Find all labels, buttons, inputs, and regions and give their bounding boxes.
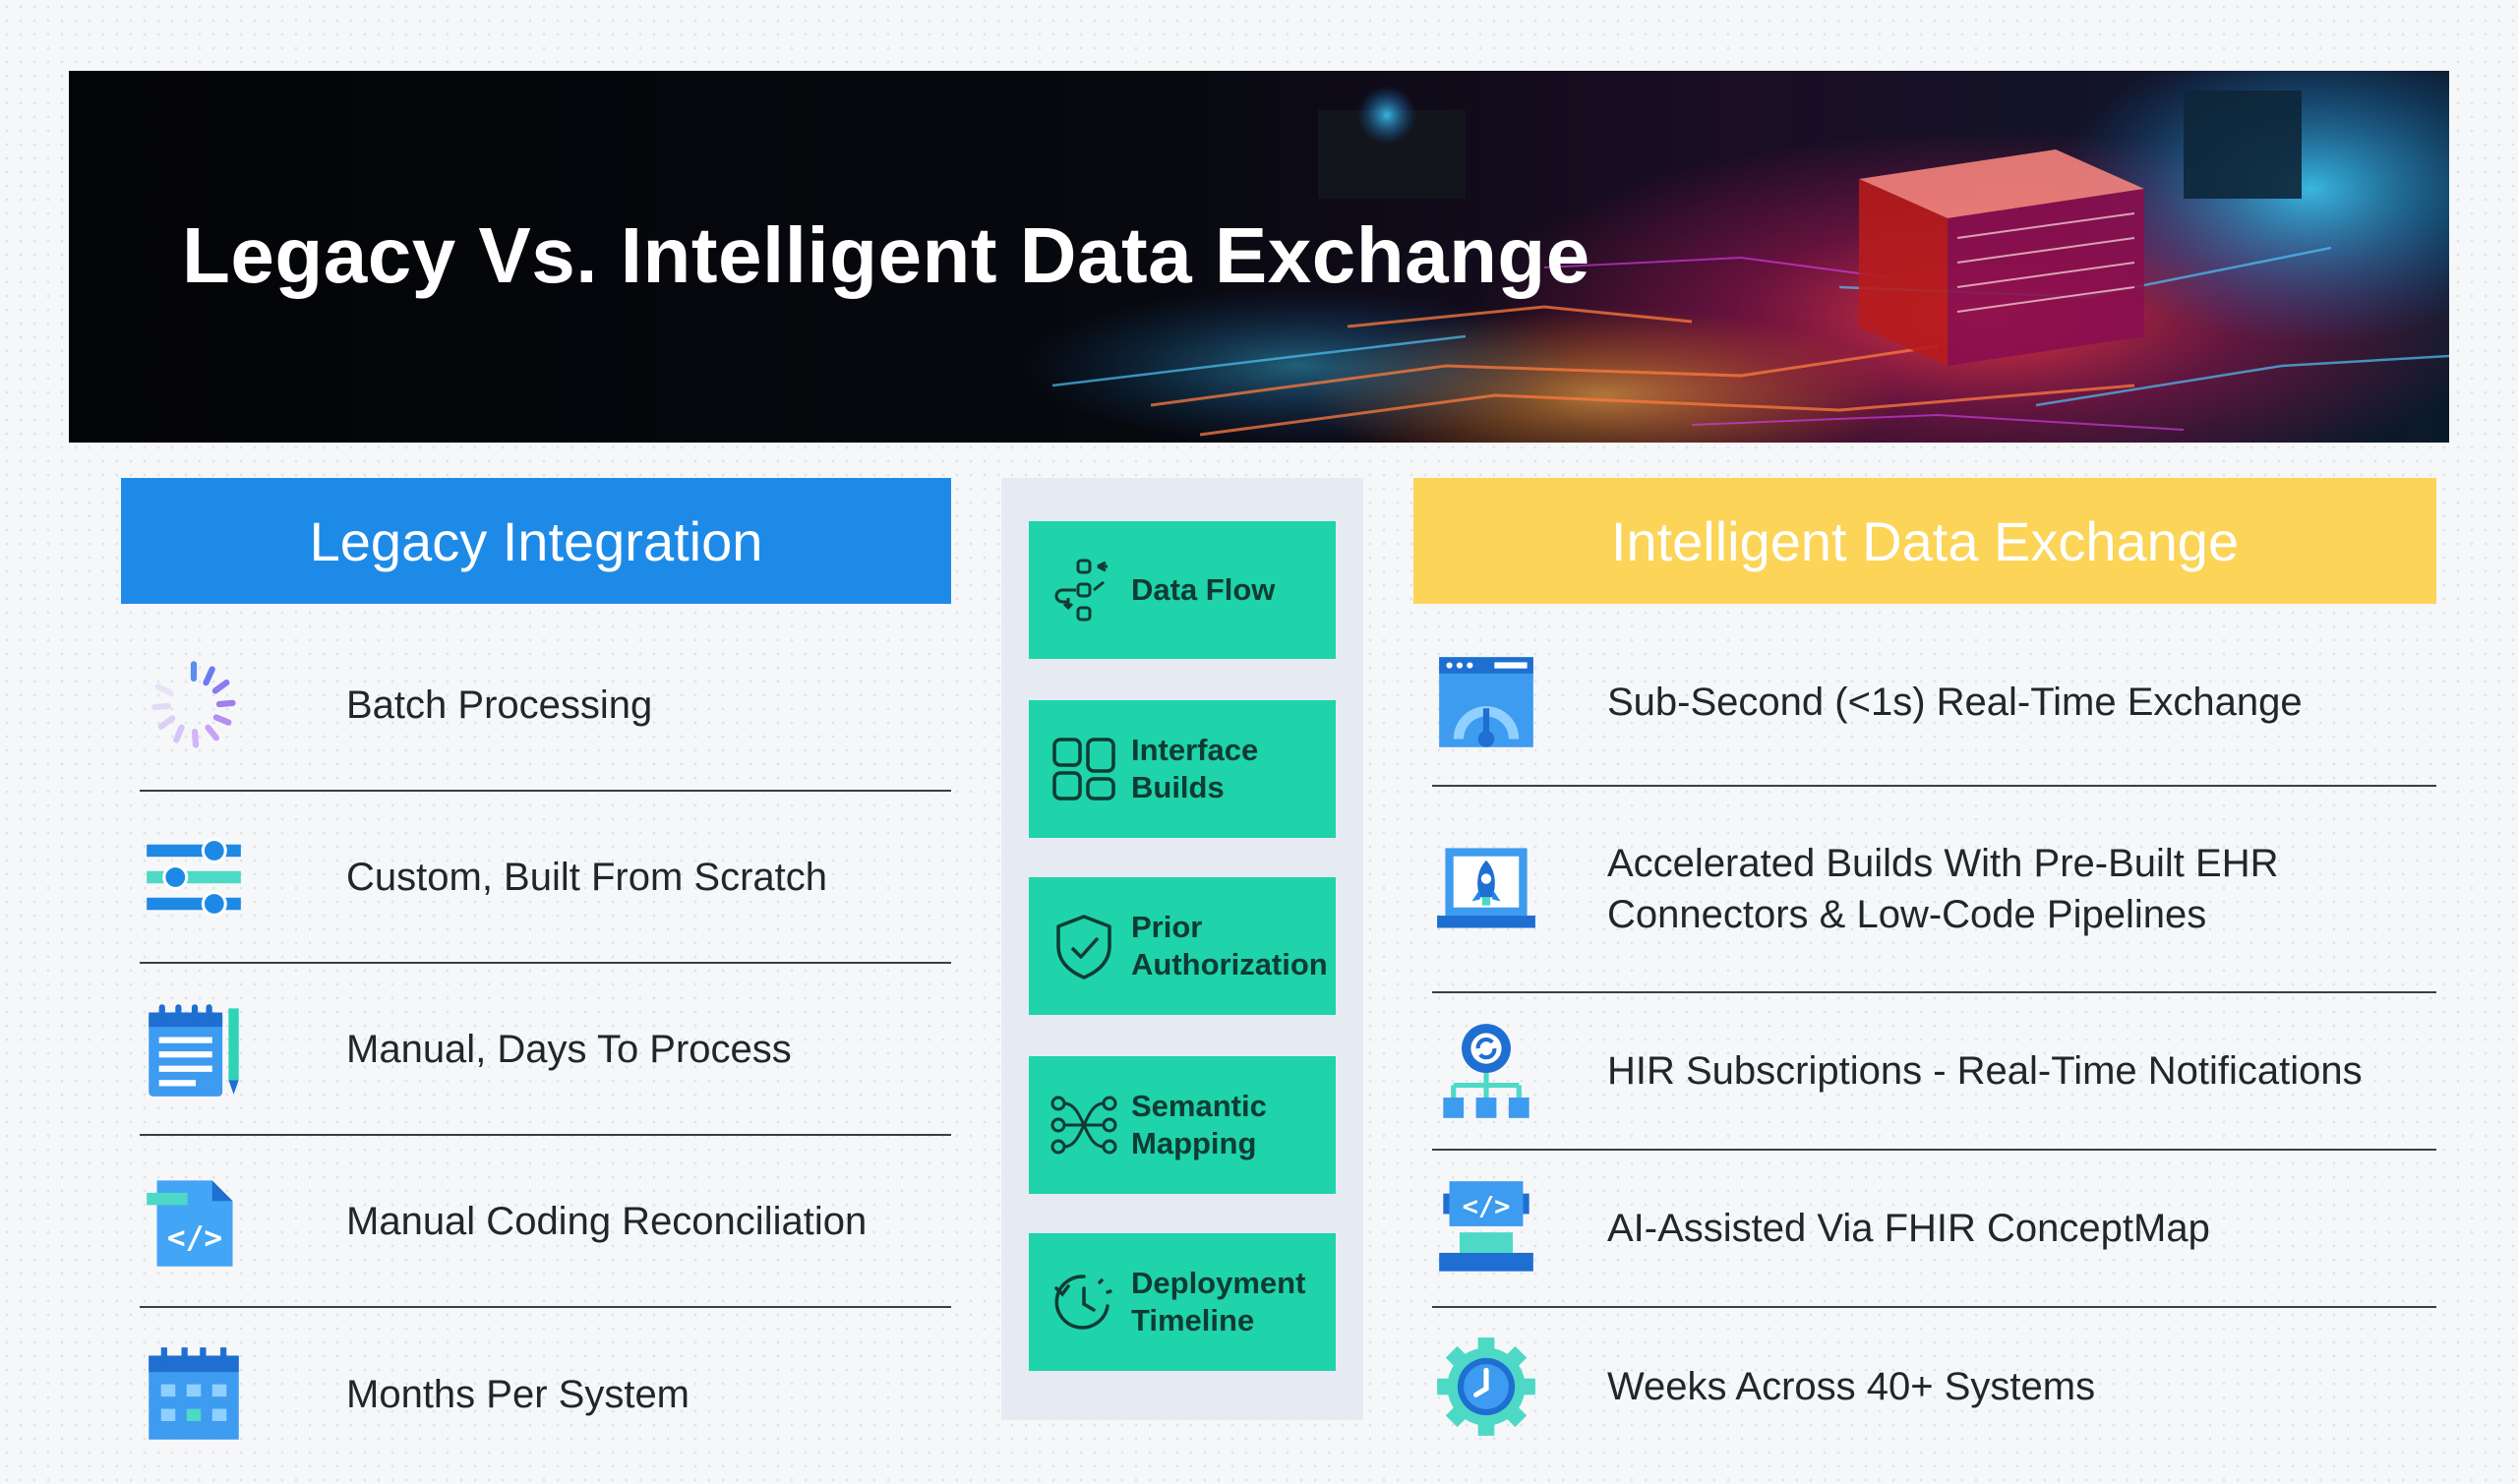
- criteria-label: Semantic Mapping: [1131, 1089, 1267, 1160]
- page-title: Legacy Vs. Intelligent Data Exchange: [182, 211, 1590, 299]
- loading-spinner-icon: [140, 651, 248, 759]
- svg-text:</>: </>: [1463, 1191, 1511, 1221]
- list-item: HIR Subscriptions - Real-Time Notificati…: [1432, 993, 2436, 1151]
- code-robot-icon: </>: [1432, 1174, 1540, 1282]
- list-item: Custom, Built From Scratch: [140, 792, 951, 964]
- list-item: Weeks Across 40+ Systems: [1432, 1308, 2436, 1465]
- row-text: Custom, Built From Scratch: [346, 855, 828, 899]
- list-item: Accelerated Builds With Pre-Built EHR Co…: [1432, 787, 2436, 993]
- criteria-card-prior-authorization: Prior Authorization: [1029, 877, 1336, 1015]
- row-text: Batch Processing: [346, 683, 653, 727]
- criteria-card-interface-builds: Interface Builds: [1029, 700, 1336, 838]
- clock-refresh-icon: [1049, 1267, 1119, 1337]
- row-text: AI-Assisted Via FHIR ConceptMap: [1607, 1207, 2210, 1250]
- shield-check-icon: [1049, 911, 1119, 981]
- list-item: Sub-Second (<1s) Real-Time Exchange: [1432, 620, 2436, 787]
- hierarchy-sync-icon: [1432, 1017, 1540, 1125]
- list-item: Months Per System: [140, 1308, 951, 1480]
- rocket-laptop-icon: [1432, 835, 1540, 943]
- criteria-label: Prior Authorization: [1131, 910, 1328, 981]
- hero-banner: Legacy Vs. Intelligent Data Exchange: [69, 71, 2449, 443]
- gear-clock-icon: [1432, 1333, 1540, 1441]
- network-nodes-icon: [1049, 1090, 1119, 1160]
- legacy-list: Batch Processing Custom, Built From Scra…: [140, 620, 951, 1480]
- row-text: Manual Coding Reconciliation: [346, 1199, 868, 1243]
- row-text: HIR Subscriptions - Real-Time Notificati…: [1607, 1049, 2363, 1093]
- legacy-integration-header: Legacy Integration: [121, 478, 951, 604]
- row-text: Sub-Second (<1s) Real-Time Exchange: [1607, 681, 2303, 724]
- svg-text:</>: </>: [167, 1220, 222, 1256]
- criteria-card-semantic-mapping: Semantic Mapping: [1029, 1056, 1336, 1194]
- list-item: Batch Processing: [140, 620, 951, 792]
- notepad-pencil-icon: [140, 995, 248, 1103]
- comparison-criteria-strip: Data Flow Interface Builds Prior Authori…: [1001, 478, 1363, 1420]
- criteria-label: Data Flow: [1131, 572, 1276, 607]
- circuit-board-image: [69, 71, 2449, 443]
- sliders-icon: [140, 823, 248, 931]
- interface-grid-icon: [1049, 734, 1119, 804]
- data-flow-icon: [1049, 555, 1119, 625]
- criteria-card-data-flow: Data Flow: [1029, 521, 1336, 659]
- criteria-label: Deployment Timeline: [1131, 1266, 1306, 1337]
- list-item: </> AI-Assisted Via FHIR ConceptMap: [1432, 1151, 2436, 1308]
- intelligent-data-exchange-header: Intelligent Data Exchange: [1413, 478, 2436, 604]
- criteria-card-deployment-timeline: Deployment Timeline: [1029, 1233, 1336, 1371]
- list-item: Manual, Days To Process: [140, 964, 951, 1136]
- speed-gauge-icon: [1432, 648, 1540, 756]
- calendar-icon: [140, 1340, 248, 1449]
- row-text: Manual, Days To Process: [346, 1027, 792, 1071]
- criteria-label: Interface Builds: [1131, 733, 1259, 804]
- row-text: Weeks Across 40+ Systems: [1607, 1365, 2096, 1408]
- row-text: Accelerated Builds With Pre-Built EHR Co…: [1607, 842, 2279, 936]
- intelligent-list: Sub-Second (<1s) Real-Time Exchange Acce…: [1432, 620, 2436, 1465]
- list-item: </> Manual Coding Reconciliation: [140, 1136, 951, 1308]
- code-file-icon: </>: [140, 1167, 248, 1276]
- row-text: Months Per System: [346, 1372, 690, 1416]
